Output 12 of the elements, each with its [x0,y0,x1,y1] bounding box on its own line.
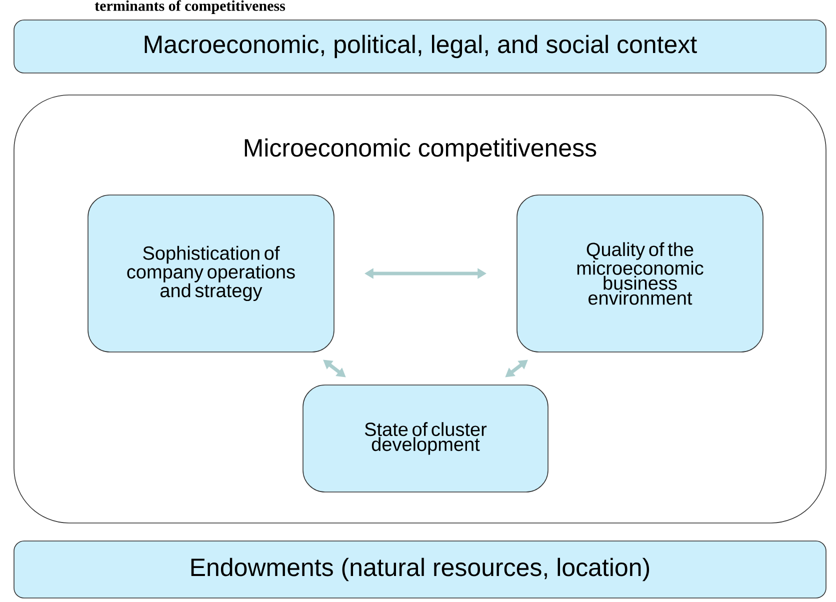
box [14,20,826,74]
box [14,540,826,598]
heading: Microeconomic competitiveness [244,138,596,162]
box [516,194,764,352]
box [302,384,548,492]
box [88,194,334,352]
heading: Endowments (natural resources, location) [191,558,650,582]
heading: Macroeconomic, political, legal, and social context [144,34,697,58]
heading: Sophistication of company operations and strategy [127,246,295,302]
title: terminants of competitiveness [94,0,286,14]
heading: State of cluster development [364,422,487,455]
heading: Quality of the microeconomic business environment [577,242,704,305]
